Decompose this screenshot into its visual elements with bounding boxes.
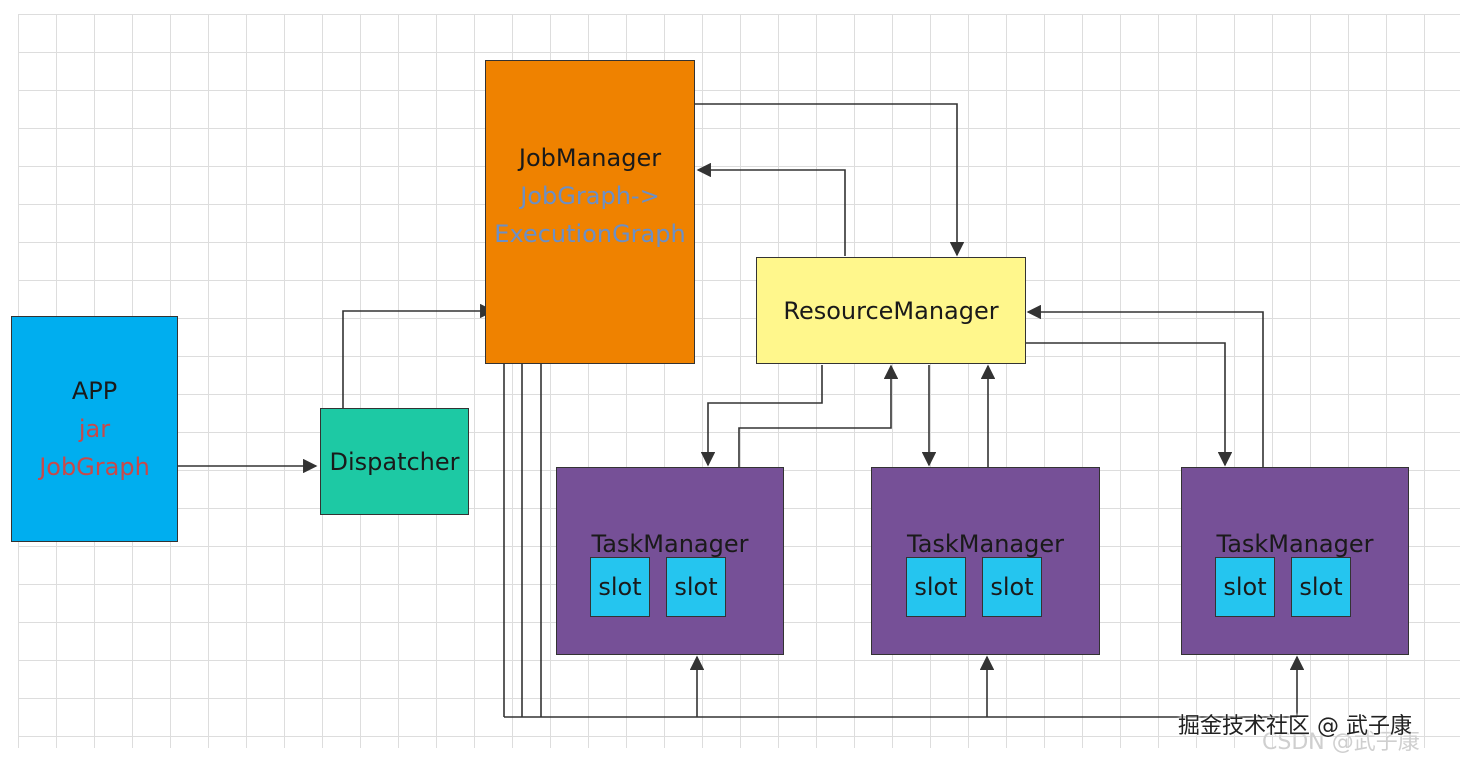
app-line-jobgraph: JobGraph <box>39 453 150 481</box>
app-node[interactable]: APP jar JobGraph <box>11 316 178 542</box>
watermark-secondary: CSDN @武子康 <box>1262 730 1420 755</box>
diagram-canvas <box>18 14 1460 748</box>
taskmanager-title: TaskManager <box>591 530 749 558</box>
jobmanager-line-jobgraph: JobGraph-> <box>520 182 660 210</box>
dispatcher-title: Dispatcher <box>329 447 460 476</box>
resourcemanager-node[interactable]: ResourceManager <box>756 257 1026 364</box>
edge-resourcemanager-to-jobmanager <box>696 162 846 256</box>
app-line-jar: jar <box>78 415 111 443</box>
edge-jobmanager-to-resourcemanager <box>695 103 965 257</box>
jobmanager-line-executiongraph: ExecutionGraph <box>494 220 686 248</box>
slot[interactable]: slot <box>1291 557 1351 617</box>
taskmanager-node-2[interactable]: TaskManager slot slot <box>871 467 1100 655</box>
dispatcher-node[interactable]: Dispatcher <box>320 408 469 515</box>
slot[interactable]: slot <box>666 557 726 617</box>
edge-taskmanager-3-to-resourcemanager <box>1026 304 1264 467</box>
taskmanager-title: TaskManager <box>1216 530 1374 558</box>
watermark-primary: 掘金技术社区 @ 武子康 <box>1178 714 1412 739</box>
slot[interactable]: slot <box>982 557 1042 617</box>
slot[interactable]: slot <box>1215 557 1275 617</box>
resourcemanager-title: ResourceManager <box>783 296 999 325</box>
edge-dispatcher-to-jobmanager <box>342 303 495 408</box>
edge-resourcemanager-to-taskmanager-3 <box>1026 342 1233 467</box>
slot[interactable]: slot <box>590 557 650 617</box>
slot[interactable]: slot <box>906 557 966 617</box>
jobmanager-node[interactable]: JobManager JobGraph-> ExecutionGraph <box>485 60 695 364</box>
taskmanager-title: TaskManager <box>907 530 1064 558</box>
edge-taskmanager-1-to-resourcemanager <box>738 364 899 467</box>
jobmanager-title: JobManager <box>518 144 662 172</box>
taskmanager-node-1[interactable]: TaskManager slot slot <box>556 467 784 655</box>
edge-resourcemanager-to-taskmanager-1 <box>700 365 823 467</box>
taskmanager-node-3[interactable]: TaskManager slot slot <box>1181 467 1409 655</box>
app-title: APP <box>71 377 118 405</box>
